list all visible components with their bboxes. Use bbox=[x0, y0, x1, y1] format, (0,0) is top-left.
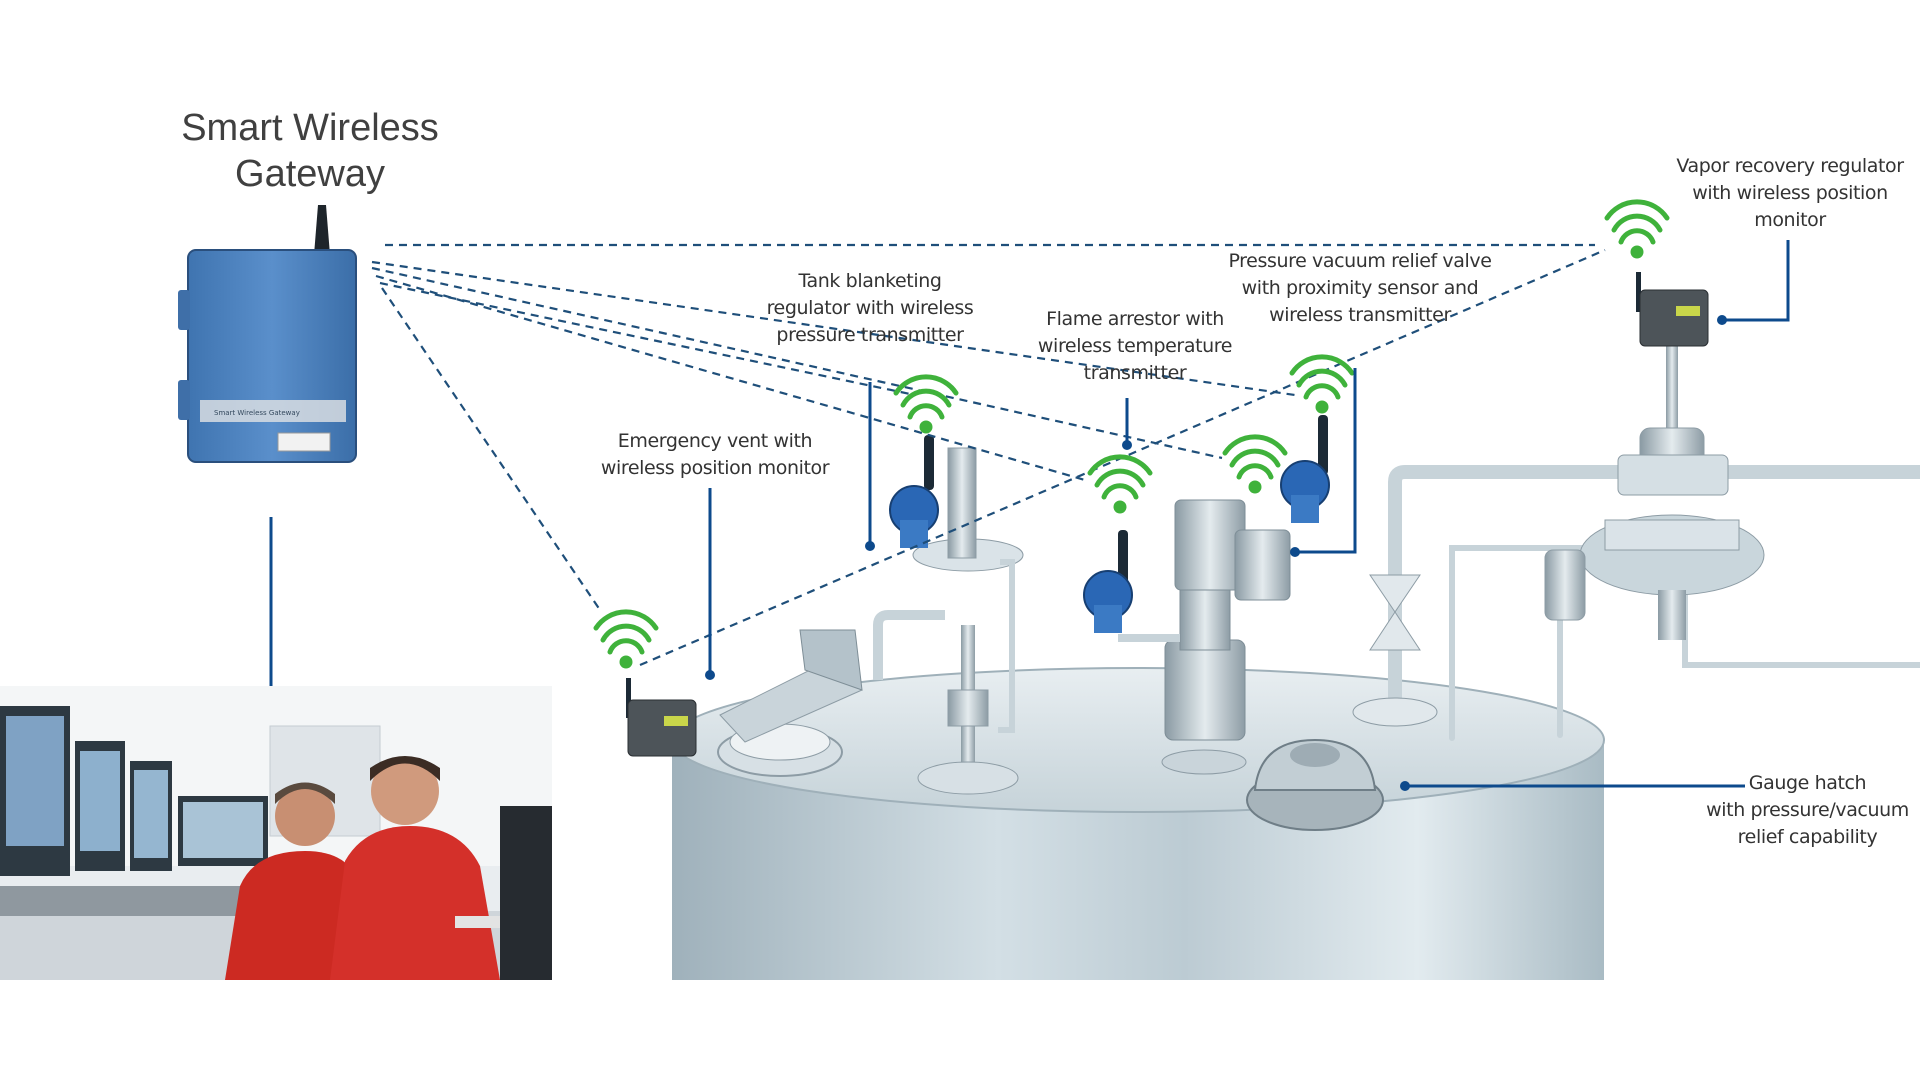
tank-blanketing-regulator bbox=[873, 447, 1024, 795]
wireless-gateway-icon: Smart Wireless Gateway bbox=[178, 205, 357, 463]
callout-line: with proximity sensor and bbox=[1241, 277, 1479, 299]
wifi-signal-icon bbox=[893, 374, 959, 434]
emergency-vent bbox=[717, 629, 863, 777]
gateway-title: Smart Wireless Gateway bbox=[150, 105, 470, 197]
callout-dots bbox=[705, 315, 1727, 791]
wifi-signal-icon bbox=[1222, 434, 1288, 494]
wifi-signal-icon bbox=[1604, 199, 1670, 259]
gauge-hatch bbox=[1246, 738, 1384, 831]
callout-vapor-recovery: Vapor recovery regulator with wireless p… bbox=[1670, 153, 1910, 234]
flame-arrestor bbox=[1118, 499, 1291, 775]
wireless-links bbox=[371, 243, 1606, 667]
callout-line: transmitter bbox=[1083, 362, 1187, 384]
wireless-transmitter-icon bbox=[889, 435, 939, 548]
storage-tank-icon bbox=[671, 667, 1605, 980]
callout-lines bbox=[269, 240, 1790, 788]
gateway-device-label: Smart Wireless Gateway bbox=[214, 409, 300, 417]
callout-line: relief capability bbox=[1737, 826, 1878, 848]
callout-line: pressure transmitter bbox=[776, 324, 964, 346]
callout-line: monitor bbox=[1754, 209, 1826, 231]
callout-emergency-vent: Emergency vent with wireless position mo… bbox=[590, 428, 840, 482]
vapor-recovery-regulator bbox=[1544, 345, 1765, 640]
callout-line: Gauge hatch bbox=[1748, 772, 1867, 794]
wifi-signal-icon bbox=[1289, 354, 1355, 414]
gateway-title-line1: Smart Wireless bbox=[181, 107, 439, 149]
control-room-operators-icon bbox=[0, 686, 552, 980]
valve-on-pipe bbox=[1352, 574, 1438, 727]
callout-line: Emergency vent with bbox=[617, 430, 813, 452]
wifi-signal-icon bbox=[1087, 454, 1153, 514]
callout-line: regulator with wireless bbox=[766, 297, 974, 319]
callout-gauge-hatch: Gauge hatch with pressure/vacuum relief … bbox=[1700, 770, 1915, 851]
callout-line: Pressure vacuum relief valve bbox=[1228, 250, 1492, 272]
callout-line: wireless temperature bbox=[1037, 335, 1233, 357]
callout-line: Vapor recovery regulator bbox=[1676, 155, 1904, 177]
callout-line: wireless position monitor bbox=[600, 457, 830, 479]
callout-line: with wireless position bbox=[1692, 182, 1888, 204]
callout-line: Flame arrestor with bbox=[1046, 308, 1224, 330]
position-monitor-icon bbox=[626, 678, 697, 757]
wifi-signal-icon bbox=[593, 609, 659, 669]
position-monitor-icon bbox=[1636, 272, 1709, 347]
callout-flame-arrestor: Flame arrestor with wireless temperature… bbox=[1030, 306, 1240, 387]
callout-line: Tank blanketing bbox=[798, 270, 942, 292]
wireless-transmitter-icon bbox=[1280, 415, 1330, 523]
callout-pressure-vacuum: Pressure vacuum relief valve with proxim… bbox=[1225, 248, 1495, 329]
callout-line: with pressure/vacuum bbox=[1706, 799, 1909, 821]
wireless-transmitter-icon bbox=[1083, 530, 1133, 633]
callout-tank-blanketing: Tank blanketing regulator with wireless … bbox=[760, 268, 980, 349]
callout-line: wireless transmitter bbox=[1269, 304, 1451, 326]
gateway-title-line2: Gateway bbox=[235, 153, 385, 195]
